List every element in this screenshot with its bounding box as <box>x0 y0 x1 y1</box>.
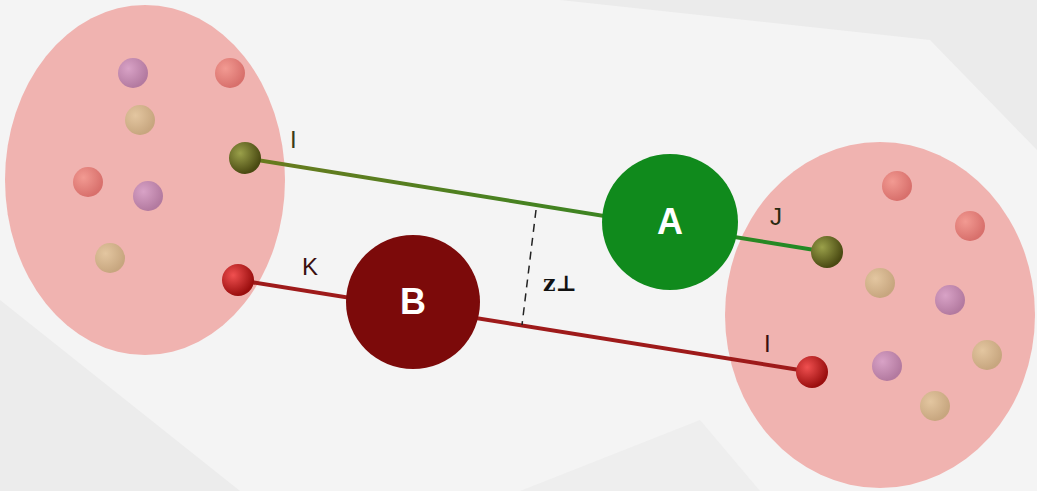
parton-ball <box>215 58 245 88</box>
parton-ball <box>935 285 965 315</box>
parton-ball <box>118 58 148 88</box>
separation-label: z⊥ <box>543 272 577 294</box>
parton-label: I <box>764 332 771 356</box>
proton-blob <box>5 5 285 355</box>
circle-letter: A <box>657 201 683 243</box>
parton-ball <box>125 105 155 135</box>
background-facet <box>560 0 1037 150</box>
parton-ball <box>95 243 125 273</box>
proton-blob <box>725 142 1035 488</box>
active-parton <box>229 142 261 174</box>
parton-ball <box>73 167 103 197</box>
parton-ball <box>882 171 912 201</box>
active-parton <box>222 264 254 296</box>
active-parton <box>811 236 843 268</box>
circle-letter: B <box>400 281 426 323</box>
active-parton <box>796 356 828 388</box>
separation-line <box>522 210 536 325</box>
hard-scatter-circle: B <box>346 235 480 369</box>
parton-ball <box>872 351 902 381</box>
parton-label: K <box>302 255 318 279</box>
background-facet <box>520 420 760 491</box>
parton-line <box>238 280 812 372</box>
spectator-partons <box>73 58 1002 421</box>
parton-ball <box>920 391 950 421</box>
parton-line <box>245 158 827 252</box>
parton-ball <box>133 181 163 211</box>
parton-ball <box>972 340 1002 370</box>
parton-label: J <box>770 205 782 229</box>
parton-label: I <box>290 128 297 152</box>
hard-scatter-circle: A <box>602 154 738 290</box>
parton-ball <box>865 268 895 298</box>
parton-ball <box>955 211 985 241</box>
